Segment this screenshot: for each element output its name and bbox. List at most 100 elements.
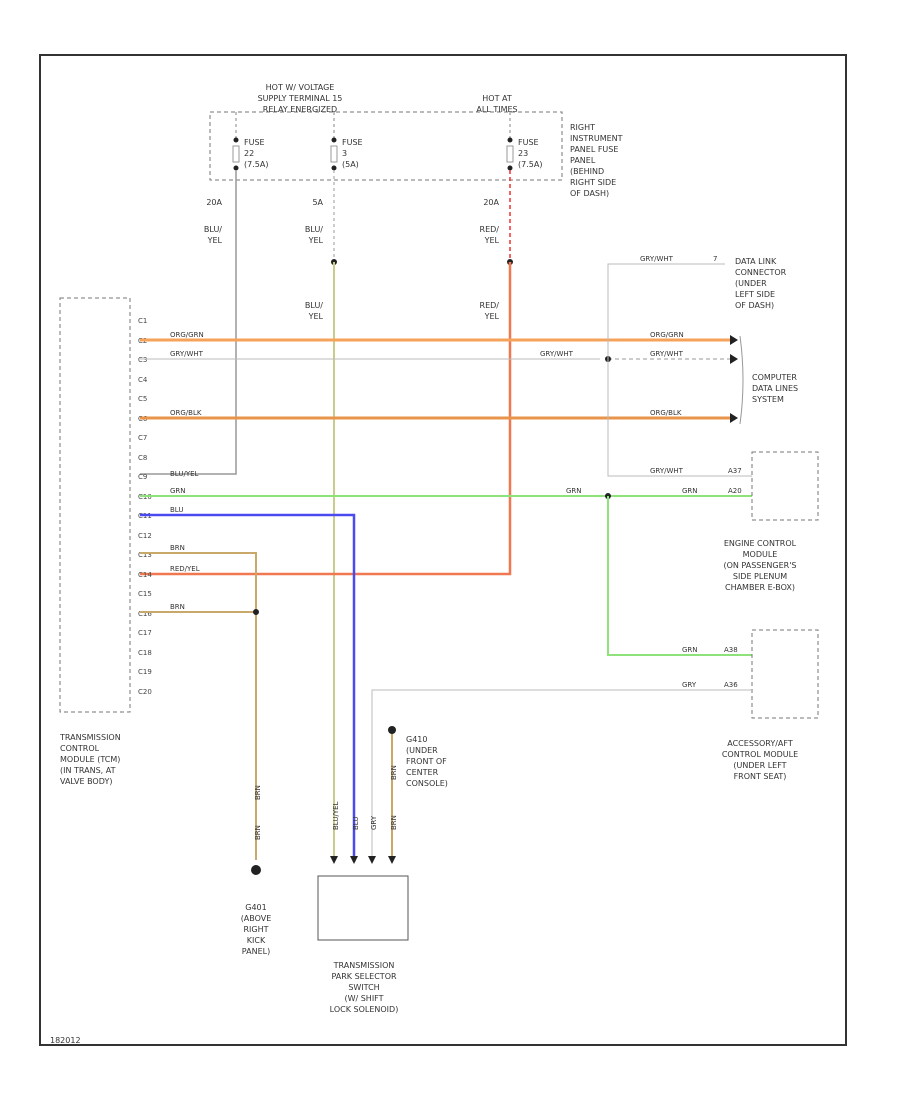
svg-text:C18: C18: [138, 649, 152, 657]
svg-text:C8: C8: [138, 454, 147, 462]
svg-text:C12: C12: [138, 532, 152, 540]
svg-text:YEL: YEL: [308, 236, 324, 245]
svg-text:RELAY ENERGIZED: RELAY ENERGIZED: [263, 105, 337, 114]
svg-text:A36: A36: [724, 681, 738, 689]
arrow-gry-wht: [730, 354, 738, 364]
g410-ground: BRN G410 (UNDER FRONT OF CENTER CONSOLE): [388, 726, 448, 788]
svg-text:C7: C7: [138, 434, 147, 442]
svg-text:OF DASH): OF DASH): [570, 189, 609, 198]
svg-text:SIDE PLENUM: SIDE PLENUM: [733, 572, 787, 581]
svg-text:23: 23: [518, 149, 528, 158]
svg-text:LOCK SOLENOID): LOCK SOLENOID): [330, 1005, 399, 1014]
fuse-panel-outline: [209, 111, 563, 181]
wire-dlc-branch: [607, 263, 725, 359]
wire-blu-yel-fuse22: [140, 170, 237, 475]
svg-text:GRN: GRN: [682, 646, 698, 654]
fuse-23: FUSE 23 (7.5A) 20A RED/ YEL: [480, 112, 542, 245]
svg-text:C3: C3: [138, 356, 147, 364]
svg-text:INSTRUMENT: INSTRUMENT: [570, 134, 623, 143]
switch-arrows: [330, 856, 396, 864]
svg-text:GRY/WHT: GRY/WHT: [170, 350, 204, 358]
svg-text:(7.5A): (7.5A): [518, 160, 542, 169]
svg-text:HOT AT: HOT AT: [482, 94, 512, 103]
svg-text:5A: 5A: [312, 198, 323, 207]
svg-text:FRONT SEAT): FRONT SEAT): [734, 772, 787, 781]
svg-text:BLU/YEL: BLU/YEL: [170, 470, 199, 478]
svg-text:(IN TRANS, AT: (IN TRANS, AT: [60, 766, 116, 775]
arrow-org-blk: [730, 413, 738, 423]
svg-text:ORG/GRN: ORG/GRN: [170, 331, 204, 339]
svg-text:C19: C19: [138, 668, 152, 676]
svg-text:(ON PASSENGER'S: (ON PASSENGER'S: [723, 561, 796, 570]
svg-text:G401: G401: [245, 903, 266, 912]
svg-text:COMPUTER: COMPUTER: [752, 373, 797, 382]
svg-text:CONNECTOR: CONNECTOR: [735, 268, 787, 277]
svg-text:BRN: BRN: [170, 603, 185, 611]
svg-text:3: 3: [342, 149, 347, 158]
svg-text:TRANSMISSION: TRANSMISSION: [59, 733, 121, 742]
svg-text:FUSE: FUSE: [342, 138, 363, 147]
g401-ground-icon: [251, 865, 261, 875]
svg-text:GRY/WHT: GRY/WHT: [650, 467, 684, 475]
svg-text:BRN: BRN: [170, 544, 185, 552]
svg-text:C1: C1: [138, 317, 147, 325]
svg-text:(UNDER: (UNDER: [735, 279, 767, 288]
svg-text:20A: 20A: [206, 198, 222, 207]
svg-text:FRONT OF: FRONT OF: [406, 757, 447, 766]
g410-ground-icon: [388, 726, 396, 734]
svg-text:TRANSMISSION: TRANSMISSION: [333, 961, 395, 970]
svg-text:KICK: KICK: [247, 936, 266, 945]
svg-text:RIGHT: RIGHT: [570, 123, 595, 132]
svg-text:(UNDER LEFT: (UNDER LEFT: [733, 761, 786, 770]
cdl-bracket: [739, 335, 744, 425]
wire-blu: [140, 513, 356, 862]
svg-text:YEL: YEL: [484, 312, 500, 321]
svg-text:DATA LINK: DATA LINK: [735, 257, 777, 266]
svg-text:RED/YEL: RED/YEL: [170, 565, 200, 573]
svg-text:ORG/BLK: ORG/BLK: [170, 409, 202, 417]
svg-text:(UNDER: (UNDER: [406, 746, 438, 755]
svg-text:BLU/YEL: BLU/YEL: [332, 801, 340, 830]
svg-text:C4: C4: [138, 376, 148, 384]
svg-text:YEL: YEL: [207, 236, 223, 245]
svg-text:FUSE: FUSE: [518, 138, 539, 147]
svg-text:OF DASH): OF DASH): [735, 301, 774, 310]
splice-brn: [253, 609, 259, 615]
switch-label: TRANSMISSION PARK SELECTOR SWITCH (W/ SH…: [330, 961, 399, 1014]
svg-text:BLU: BLU: [170, 506, 183, 514]
cdl-label: COMPUTER DATA LINES SYSTEM: [752, 373, 798, 404]
svg-text:PANEL: PANEL: [570, 156, 596, 165]
tcm-label: TRANSMISSION CONTROL MODULE (TCM) (IN TR…: [59, 733, 121, 786]
svg-text:GRY/WHT: GRY/WHT: [640, 255, 674, 263]
svg-text:CENTER: CENTER: [406, 768, 439, 777]
svg-text:C13: C13: [138, 551, 152, 559]
acm-outline: [751, 629, 819, 719]
svg-text:PANEL FUSE: PANEL FUSE: [570, 145, 618, 154]
svg-text:C5: C5: [138, 395, 147, 403]
svg-text:RED/: RED/: [480, 225, 500, 234]
svg-text:BLU/: BLU/: [305, 301, 323, 310]
svg-text:ORG/BLK: ORG/BLK: [650, 409, 682, 417]
fuse-3: FUSE 3 (5A) 5A BLU/ YEL: [305, 112, 363, 245]
acm-label: ACCESSORY/AFT CONTROL MODULE (UNDER LEFT…: [722, 739, 798, 781]
hot-at-all-times-label: HOT AT ALL TIMES: [476, 94, 517, 114]
tcm-outline: [59, 297, 131, 713]
wire-red-yel: [140, 262, 512, 576]
svg-text:CONSOLE): CONSOLE): [406, 779, 448, 788]
svg-text:G410: G410: [406, 735, 427, 744]
svg-text:YEL: YEL: [484, 236, 500, 245]
fuse-panel-label: RIGHT INSTRUMENT PANEL FUSE PANEL (BEHIN…: [570, 123, 623, 198]
svg-text:C15: C15: [138, 590, 152, 598]
svg-text:(ABOVE: (ABOVE: [241, 914, 272, 923]
wire-ecm-gry: [607, 359, 752, 477]
svg-text:A37: A37: [728, 467, 742, 475]
diagram-id: 182012: [50, 1036, 81, 1045]
svg-text:ORG/GRN: ORG/GRN: [650, 331, 684, 339]
svg-text:(W/ SHIFT: (W/ SHIFT: [344, 994, 383, 1003]
svg-text:C17: C17: [138, 629, 152, 637]
diagram-frame: [39, 54, 847, 1046]
svg-text:BRN: BRN: [254, 785, 262, 800]
svg-text:7: 7: [713, 255, 717, 263]
svg-text:(BEHIND: (BEHIND: [570, 167, 604, 176]
